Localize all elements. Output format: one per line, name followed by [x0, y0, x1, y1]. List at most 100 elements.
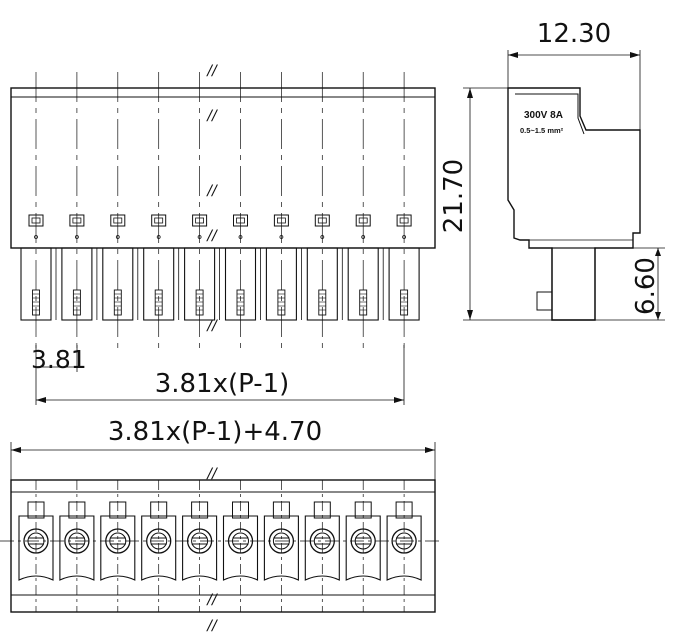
screw-terminal: [100, 480, 136, 612]
total-length-label: 3.81x(P-1)+4.70: [108, 417, 322, 447]
wire-entry: [314, 214, 330, 227]
screw-housing: [386, 515, 422, 581]
screw-terminal: [18, 480, 54, 612]
front-housing: [10, 87, 436, 249]
break-mark: //: [205, 318, 218, 334]
front-pin: [20, 72, 57, 350]
wire-entry: [273, 214, 289, 227]
bottom-view: // // //: [0, 466, 440, 634]
screw-terminal: [141, 480, 177, 612]
side-width-dimension: 12.30: [507, 19, 641, 130]
pin-leg: [388, 247, 420, 321]
pitch-label: 3.81: [31, 345, 87, 374]
screw-head: [309, 528, 335, 554]
break-mark: //: [205, 466, 218, 482]
side-lower-block: [551, 247, 596, 321]
screw-housing: [59, 515, 95, 581]
wire-entry: [151, 214, 167, 227]
pin-contact: [195, 289, 204, 316]
pitch-span-dimension: 3.81x(P-1): [36, 345, 405, 405]
wire-entry: [28, 214, 44, 227]
bottom-housing: [10, 479, 436, 613]
side-height-label: 21.70: [439, 159, 469, 233]
pin-leg: [143, 247, 175, 321]
screw-terminal: [263, 480, 299, 612]
break-mark: //: [205, 618, 218, 634]
side-profile: [507, 87, 641, 321]
bottom-screws: [18, 480, 422, 612]
screw-terminal: [182, 480, 218, 612]
screw-housing: [263, 515, 299, 581]
pin-leg: [184, 247, 216, 321]
side-view: 300V 8A 0.5~1.5 mm²: [507, 87, 641, 321]
side-height-dimension: 21.70: [439, 87, 552, 321]
side-lower-dimension: 6.60: [595, 247, 665, 321]
wire-entry: [192, 214, 208, 227]
pin-contact: [277, 289, 286, 316]
front-pin: [184, 72, 221, 350]
rating-label: 300V 8A: [524, 110, 563, 121]
front-pin: [347, 72, 384, 350]
screw-terminal: [222, 480, 259, 612]
bottom-break-marks: // // //: [205, 466, 218, 634]
pin-contact: [400, 289, 409, 316]
pin-contact: [154, 289, 163, 316]
screw-terminal: [386, 480, 422, 612]
screw-head: [23, 528, 49, 554]
front-pin: [102, 72, 139, 350]
break-mark: //: [205, 108, 218, 124]
break-mark: //: [205, 228, 218, 244]
total-length-dimension: 3.81x(P-1)+4.70: [10, 417, 436, 480]
side-lower-label: 6.60: [631, 257, 661, 315]
front-pin: [61, 72, 98, 350]
pin-leg: [61, 247, 93, 321]
pitch-span-label: 3.81x(P-1): [155, 369, 290, 399]
screw-housing: [182, 515, 218, 581]
front-view: // // // // //: [10, 63, 436, 350]
pin-contact: [359, 289, 368, 316]
pin-leg: [224, 247, 257, 321]
pitch-dimension: 3.81: [31, 345, 87, 405]
break-mark: //: [205, 63, 218, 79]
screw-terminal: [304, 480, 340, 612]
pin-contact: [113, 289, 122, 316]
side-width-label: 12.30: [537, 19, 611, 49]
screw-housing: [304, 515, 340, 581]
front-pin: [224, 72, 261, 350]
screw-head: [227, 528, 254, 554]
screw-housing: [222, 515, 259, 581]
front-pin: [265, 72, 302, 350]
pin-leg: [265, 247, 297, 321]
screw-head: [391, 528, 417, 554]
break-mark: //: [205, 183, 218, 199]
screw-housing: [100, 515, 136, 581]
pin-contact: [318, 289, 327, 316]
side-latch: [536, 291, 553, 311]
wire-entry: [396, 214, 412, 227]
screw-head: [146, 528, 172, 554]
screw-terminal: [59, 480, 95, 612]
screw-head: [186, 528, 213, 554]
pin-contact: [236, 289, 245, 316]
screw-head: [105, 528, 131, 554]
pin-contact: [32, 289, 40, 316]
front-pin: [388, 72, 420, 350]
pin-leg: [306, 247, 338, 321]
screw-housing: [345, 515, 381, 581]
screw-terminal: [345, 480, 381, 612]
front-pin: [143, 72, 180, 350]
wire-entry: [110, 214, 126, 227]
front-pin: [306, 72, 343, 350]
front-break-marks: // // // // //: [205, 63, 218, 334]
screw-head: [268, 528, 295, 554]
break-mark: //: [205, 592, 218, 608]
screw-head: [350, 528, 376, 554]
screw-head: [64, 528, 90, 554]
pin-leg: [102, 247, 134, 321]
wire-entry: [69, 214, 85, 227]
pin-leg: [20, 247, 52, 321]
wire-entry: [355, 214, 371, 227]
pin-leg: [347, 247, 379, 321]
screw-housing: [141, 515, 177, 581]
